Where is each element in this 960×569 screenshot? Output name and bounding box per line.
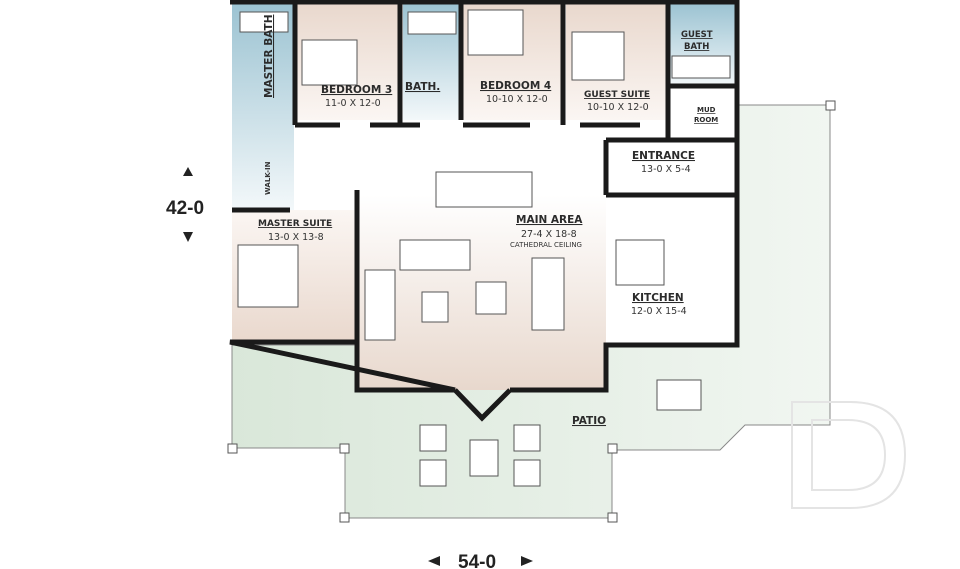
bedroom-4-size: 10-10 X 12-0 [486,94,548,105]
walls [229,0,740,422]
kitchen-label: KITCHEN [632,292,684,304]
master-bath [232,4,294,210]
main-area-label: MAIN AREA [516,214,583,226]
guest-bath-label-2: BATH [684,42,709,52]
patio-label: PATIO [572,415,606,427]
guest-suite-size: 10-10 X 12-0 [587,102,649,113]
room-labels: MASTER BATH BEDROOM 3 11-0 X 12-0 BATH. … [258,15,718,317]
main-area-size: 27-4 X 18-8 [521,229,577,240]
bedroom-3-label: BEDROOM 3 [321,84,392,96]
guest-bath-label-1: GUEST [681,30,713,40]
arrow-up-icon [183,167,193,176]
guest-suite-label: GUEST SUITE [584,90,650,100]
width-dimension-label: 54-0 [458,552,496,569]
depth-dimension: 42-0 [166,167,204,242]
arrow-down-icon [183,232,193,242]
width-dimension: 54-0 [428,552,533,569]
patio: PATIO [227,100,836,523]
arrow-right-icon [521,556,533,566]
master-suite-size: 13-0 X 13-8 [268,232,324,243]
master-suite-label: MASTER SUITE [258,219,332,229]
entrance-size: 13-0 X 5-4 [641,164,691,175]
bath-label: BATH. [405,81,440,93]
master-bath-label: MASTER BATH [263,15,275,98]
furniture [237,9,731,341]
entrance-label: ENTRANCE [632,150,695,162]
bedroom-3-size: 11-0 X 12-0 [325,98,381,109]
patio-furniture [419,379,702,487]
main-area-note: CATHEDRAL CEILING [510,241,582,249]
mud-room-label-2: ROOM [694,116,718,124]
depth-dimension-label: 42-0 [166,198,204,219]
kitchen-size: 12-0 X 15-4 [631,306,687,317]
mud-room-label-1: MUD [697,106,716,114]
walk-in-label: WALK-IN [264,161,272,195]
arrow-left-icon [428,556,440,566]
bedroom-4-label: BEDROOM 4 [480,80,551,92]
logo-watermark [791,401,907,509]
